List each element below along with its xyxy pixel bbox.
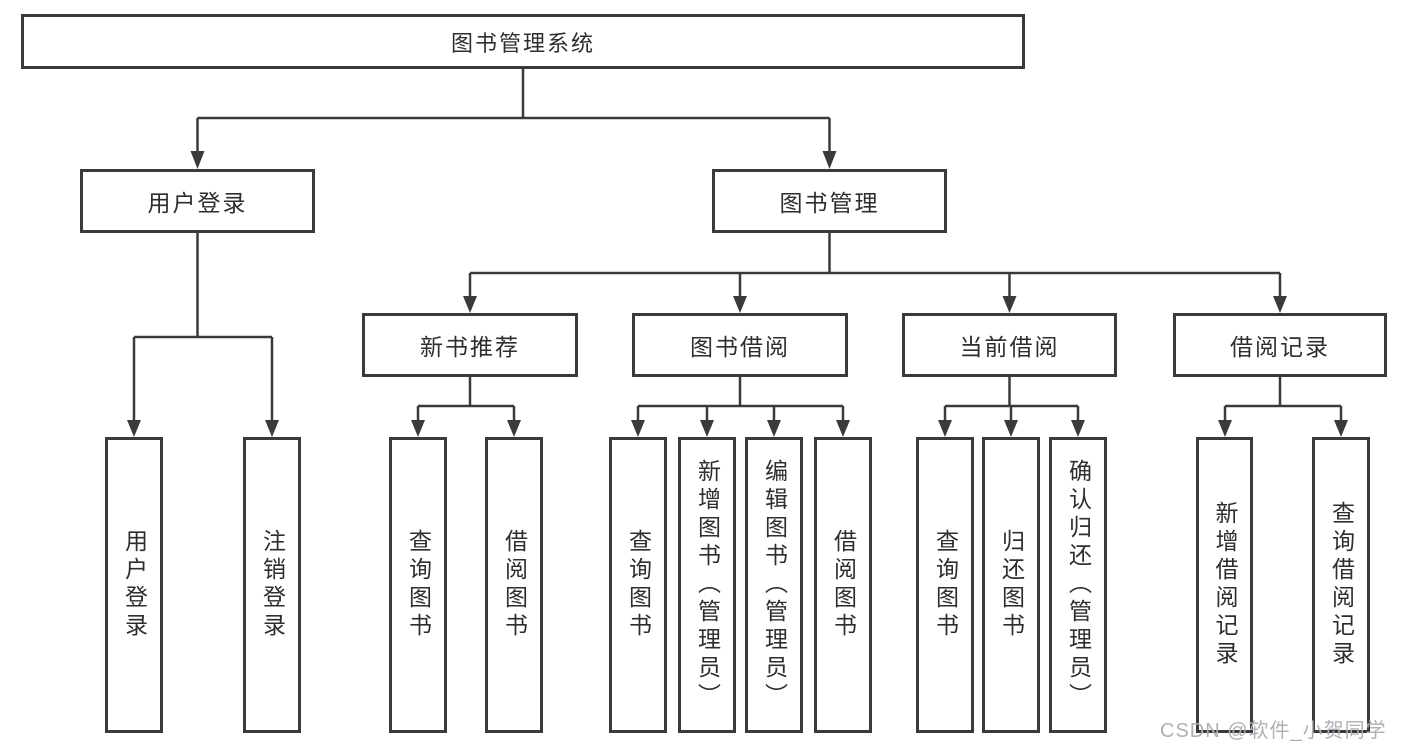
leaf-query-books-borrow: 查询图书 xyxy=(609,437,667,733)
node-library-system: 图书管理系统 xyxy=(21,14,1025,69)
leaf-add-books-admin: 新增图书（管理员） xyxy=(678,437,736,733)
leaf-query-books-recommend: 查询图书 xyxy=(389,437,447,733)
leaf-confirm-return-admin: 确认归还（管理员） xyxy=(1049,437,1107,733)
leaf-logout: 注销登录 xyxy=(243,437,301,733)
leaf-query-books-current: 查询图书 xyxy=(916,437,974,733)
leaf-edit-books-admin: 编辑图书（管理员） xyxy=(745,437,803,733)
node-current-borrow: 当前借阅 xyxy=(902,313,1117,377)
node-book-management: 图书管理 xyxy=(712,169,947,233)
node-user-login: 用户登录 xyxy=(80,169,315,233)
csdn-watermark: CSDN @软件_小贺同学 xyxy=(1160,720,1387,742)
node-new-book-recommend: 新书推荐 xyxy=(362,313,578,377)
leaf-borrow-books-recommend: 借阅图书 xyxy=(485,437,543,733)
node-borrow-records: 借阅记录 xyxy=(1173,313,1387,377)
leaf-add-borrow-record: 新增借阅记录 xyxy=(1196,437,1253,733)
leaf-return-books: 归还图书 xyxy=(982,437,1040,733)
leaf-user-login: 用户登录 xyxy=(105,437,163,733)
node-book-borrow: 图书借阅 xyxy=(632,313,848,377)
leaf-query-borrow-record: 查询借阅记录 xyxy=(1312,437,1370,733)
leaf-borrow-books: 借阅图书 xyxy=(814,437,872,733)
